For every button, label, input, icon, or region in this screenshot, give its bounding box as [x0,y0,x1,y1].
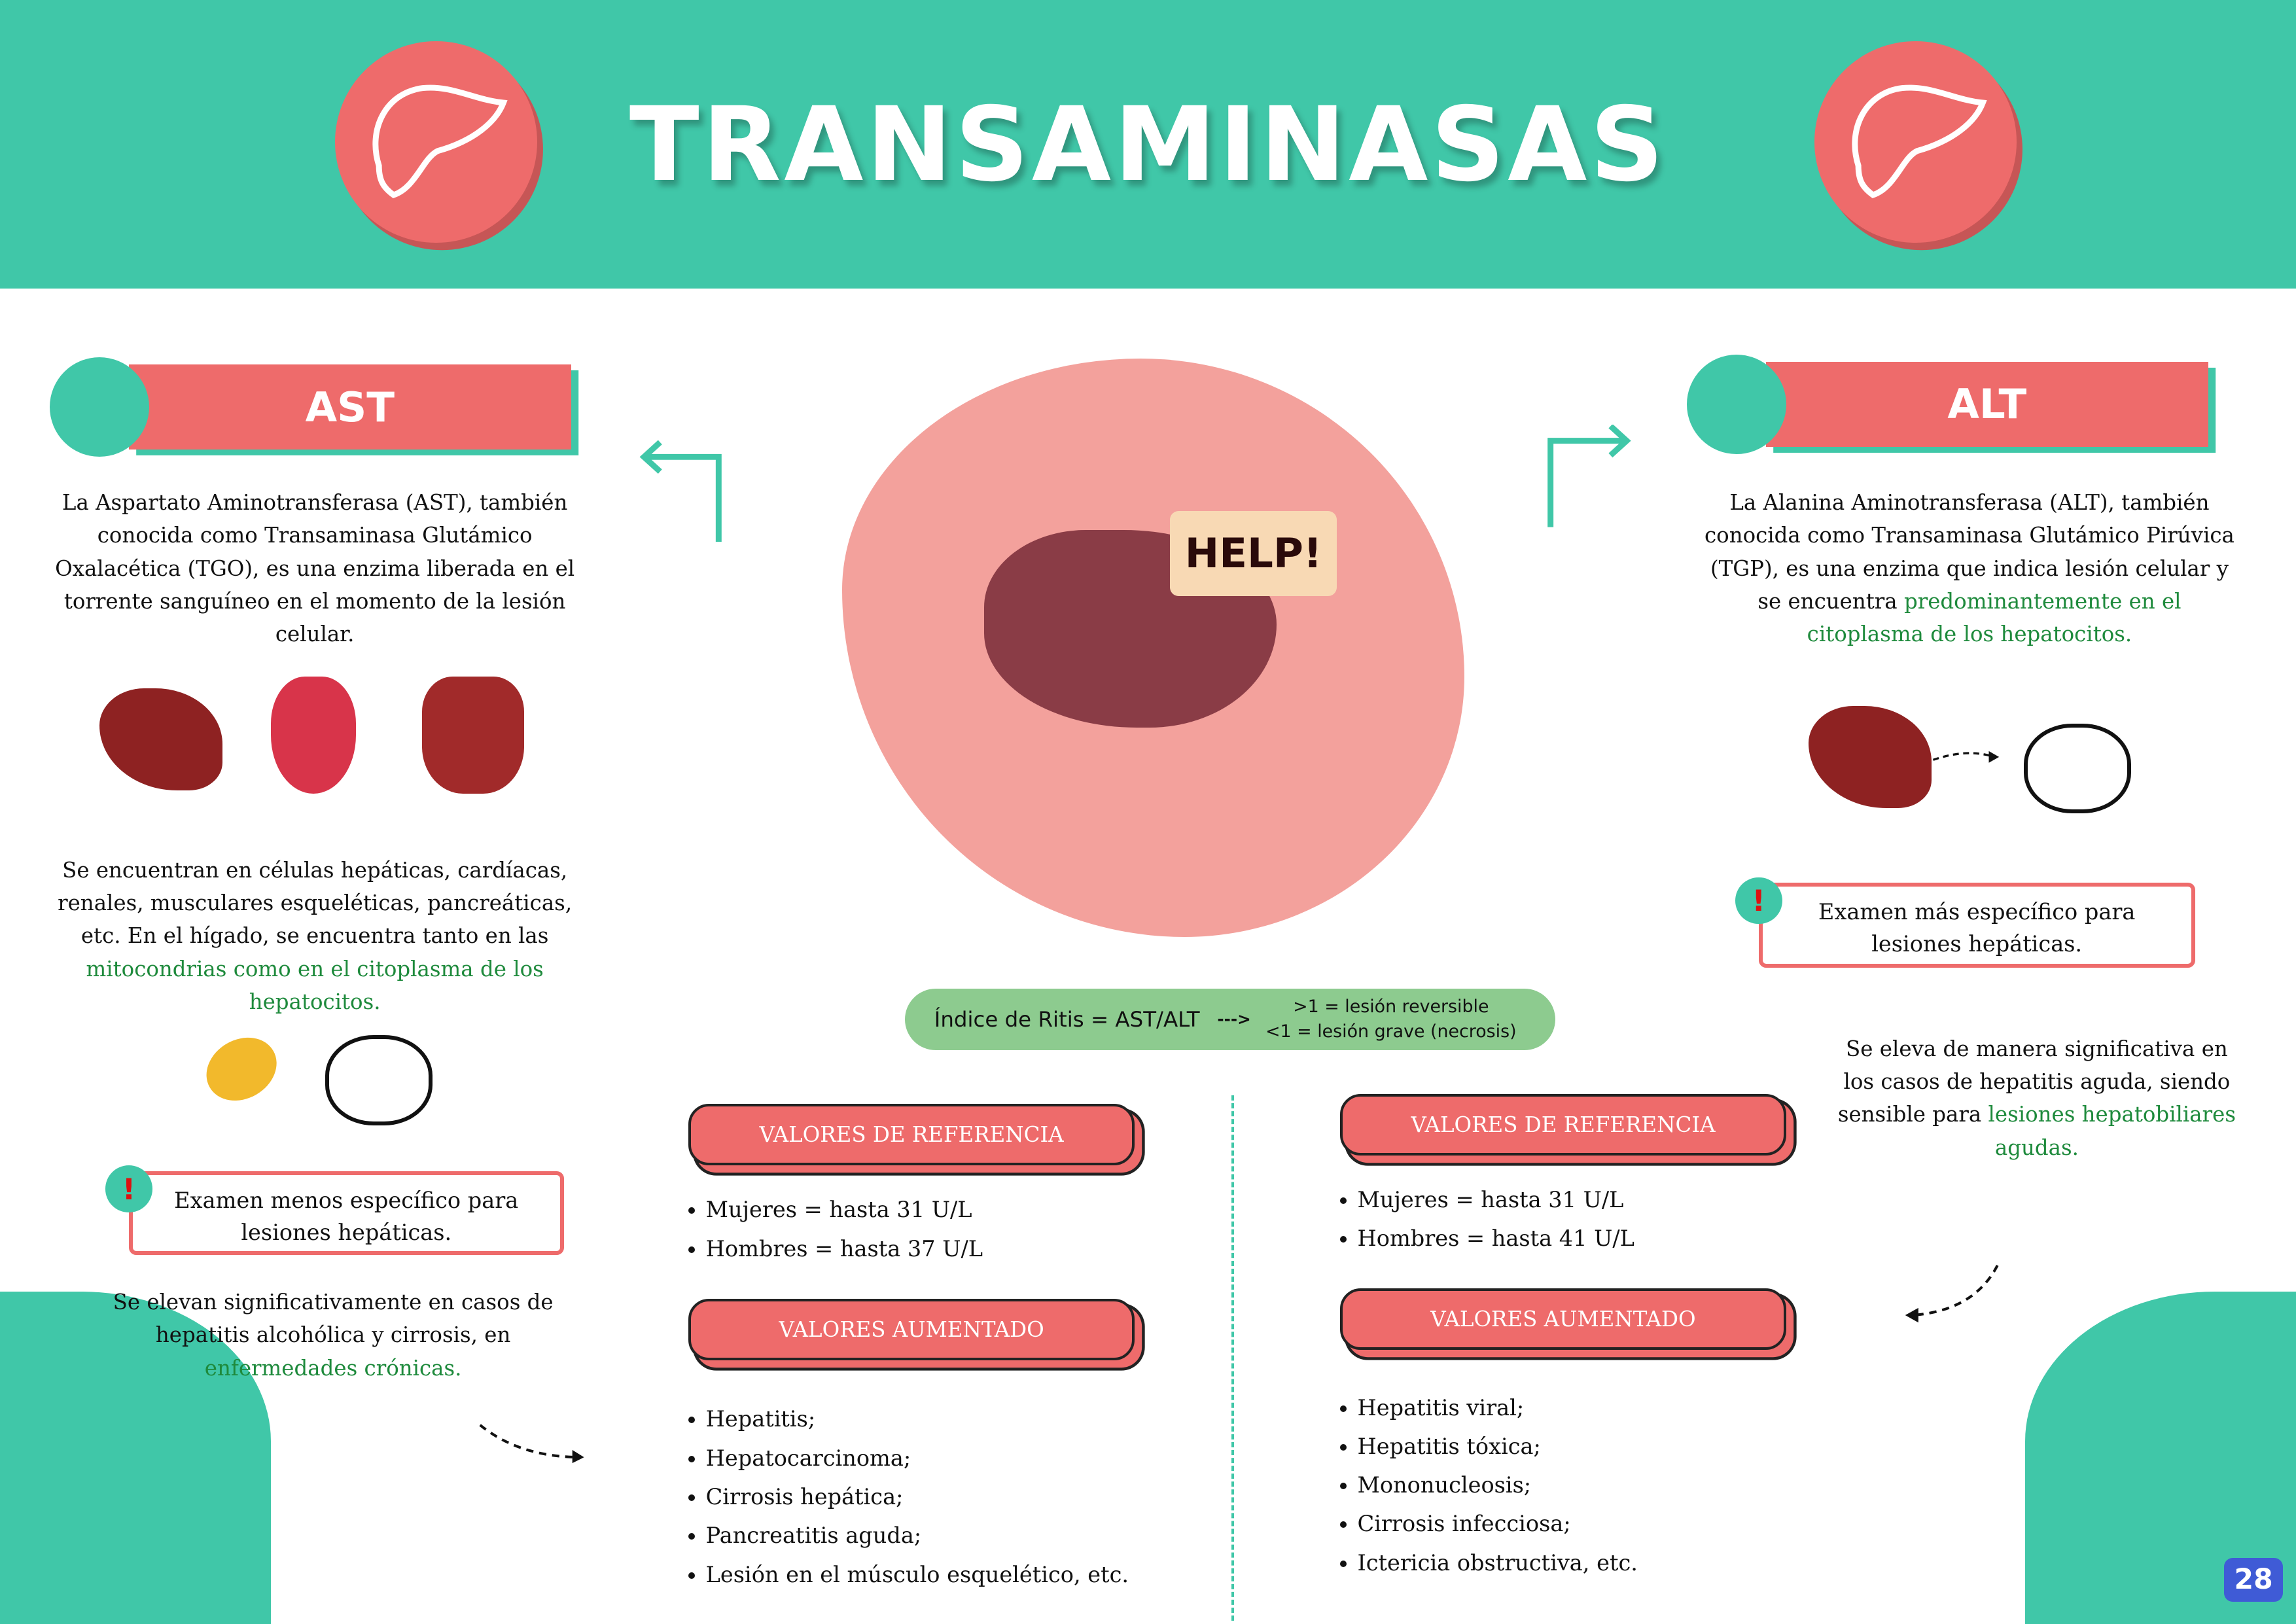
ast-reference-label: VALORES DE REFERENCIA [688,1104,1135,1166]
arrow-left-icon [640,440,722,542]
ast-title: AST [305,383,395,431]
alt-reference-label: VALORES DE REFERENCIA [1339,1093,1787,1156]
alt-elevation-text: Se eleva de manera significativa en los … [1837,1036,2231,1127]
list-item: Ictericia obstructiva, etc. [1358,1544,1638,1582]
page-number: 28 [2224,1558,2283,1602]
alt-description-highlight: predominantemente en el citoplasma de lo… [1807,589,2181,647]
list-item: Hepatitis viral; [1358,1388,1638,1427]
ast-elevation-highlight: enfermedades crónicas. [204,1355,462,1381]
alt-description: La Alanina Aminotransferasa (ALT), tambi… [1699,486,2240,651]
alt-reference-list: Mujeres = hasta 31 U/L Hombres = hasta 4… [1325,1180,1634,1258]
list-item: Lesión en el músculo esquelético, etc. [706,1555,1129,1594]
liver-icon [372,84,508,198]
ast-location-text: Se encuentran en células hepáticas, card… [58,857,573,949]
list-item: Mononucleosis; [1358,1466,1638,1504]
ritis-formula: Índice de Ritis = AST/ALT [934,1006,1200,1032]
cell-icon [2023,723,2131,813]
ast-elevation: Se elevan significativamente en casos de… [88,1286,578,1385]
alt-increased-label: VALORES AUMENTADO [1339,1288,1787,1350]
alt-description-text: La Alanina Aminotransferasa (ALT), tambi… [1704,489,2234,614]
warning-icon: ! [105,1165,152,1212]
ritis-index: Índice de Ritis = AST/ALT ---> >1 = lesi… [905,988,1555,1050]
ast-increased-label: VALORES AUMENTADO [688,1299,1135,1360]
ast-elevation-text: Se elevan significativamente en casos de… [113,1289,554,1348]
muscle-illustration [421,676,525,794]
ritis-severe: <1 = lesión grave (necrosis) [1265,1021,1517,1042]
liver-badge-right [1814,41,2017,243]
decor-blob-left [0,1291,271,1624]
molecule-icon [50,357,150,457]
list-item: Hombres = hasta 37 U/L [706,1229,983,1268]
alt-title: ALT [1947,380,2027,429]
alt-increased-list: Hepatitis viral; Hepatitis tóxica; Monon… [1325,1388,1638,1582]
mitochondria-icon [195,1025,289,1113]
cell-icon [325,1035,433,1125]
liver-badge-left [335,41,538,243]
page-title: TRANSAMINASAS [629,84,1667,204]
ast-increased-list: Hepatitis; Hepatocarcinoma; Cirrosis hep… [673,1400,1129,1593]
heart-illustration [271,676,356,794]
ast-location-highlight: mitocondrias como en el citoplasma de lo… [86,956,544,1015]
list-item: Cirrosis infecciosa; [1358,1504,1638,1543]
alt-title-bar: ALT [1765,361,2208,447]
ast-location: Se encuentran en células hepáticas, card… [44,854,586,1019]
dashed-arrow-icon [479,1423,584,1463]
liver-illustration [1808,705,1932,809]
help-sign: HELP! [1170,511,1337,596]
dashed-arrow-icon [1932,751,1999,763]
list-item: Mujeres = hasta 31 U/L [706,1190,983,1229]
alt-note: Examen más específico para lesiones hepá… [1758,883,2195,968]
molecule-icon [1687,354,1787,454]
list-item: Hombres = hasta 41 U/L [1358,1219,1634,1258]
ast-reference-list: Mujeres = hasta 31 U/L Hombres = hasta 3… [673,1190,983,1268]
list-item: Pancreatitis aguda; [706,1516,1129,1555]
column-divider [1231,1095,1234,1621]
ritis-reversible: >1 = lesión reversible [1293,996,1489,1017]
ast-title-bar: AST [128,364,571,450]
alt-elevation: Se eleva de manera significativa en los … [1830,1033,2243,1164]
alt-elevation-highlight: lesiones hepatobiliares agudas. [1988,1102,2236,1160]
ritis-arrow: ---> [1217,1010,1251,1029]
list-item: Hepatitis tóxica; [1358,1427,1638,1466]
ast-description: La Aspartato Aminotransferasa (AST), tam… [55,489,575,647]
liver-illustration [99,688,223,791]
list-item: Mujeres = hasta 31 U/L [1358,1180,1634,1219]
arrow-right-icon [1547,424,1631,527]
liver-icon [1852,84,1987,198]
list-item: Hepatocarcinoma; [706,1439,1129,1477]
ast-note: Examen menos específico para lesiones he… [128,1171,564,1255]
list-item: Hepatitis; [706,1400,1129,1438]
warning-icon: ! [1735,877,1782,925]
dashed-arrow-icon [1905,1264,1999,1322]
list-item: Cirrosis hepática; [706,1477,1129,1516]
